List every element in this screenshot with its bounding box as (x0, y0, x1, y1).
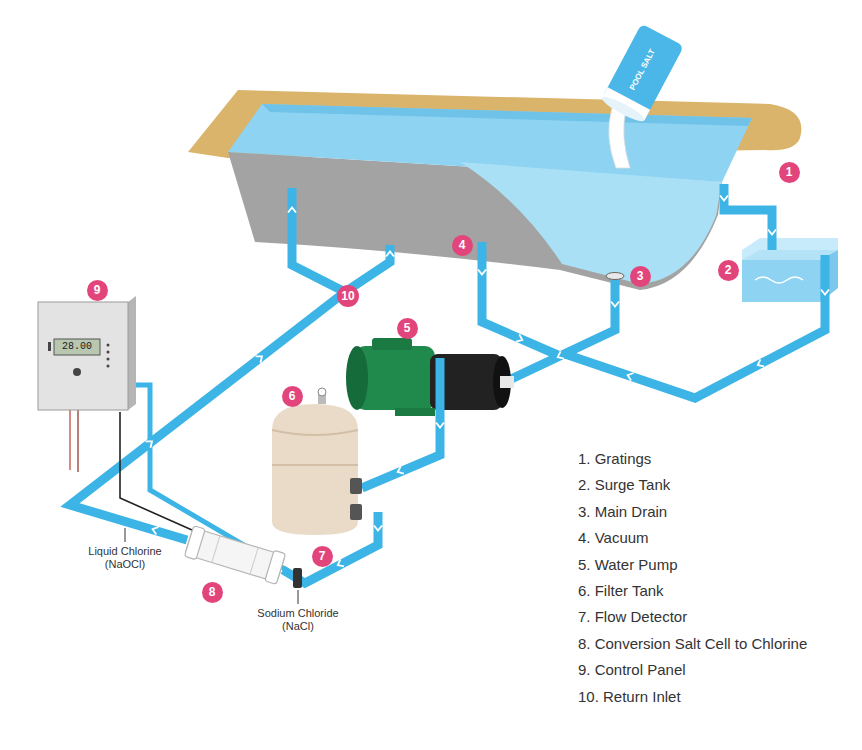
callout-circle: 4 (452, 235, 473, 256)
callout-number: 10 (341, 290, 354, 302)
legend-item: 1. Gratings (578, 450, 651, 468)
callout-circle: 1 (779, 162, 800, 183)
salt-stream (609, 108, 630, 168)
callout-number: 2 (725, 264, 732, 276)
callout-circle: 3 (630, 266, 651, 287)
legend-item: 2. Surge Tank (578, 476, 670, 494)
main-drain-grate (606, 273, 624, 280)
callout-circle: 7 (312, 546, 333, 567)
callout-number: 5 (404, 322, 411, 334)
pool-water-section (460, 162, 722, 284)
callout-number: 3 (637, 270, 644, 282)
legend-item: 3. Main Drain (578, 503, 667, 521)
water-pump (346, 338, 514, 416)
pool-water-edge (262, 104, 752, 126)
legend-item: 5. Water Pump (578, 556, 677, 574)
flow-arrows (146, 196, 829, 569)
callout-circle: 9 (87, 280, 108, 301)
chemical-label: Liquid Chlorine (NaOCl) (75, 545, 175, 571)
chemical-label: Sodium Chloride (NaCl) (248, 607, 348, 633)
legend-item: 8. Conversion Salt Cell to Chlorine (578, 635, 807, 653)
power-wire (69, 410, 70, 470)
callout-circle: 5 (397, 318, 418, 339)
pipes (362, 358, 440, 488)
flow-detector (293, 568, 302, 588)
salt-cell (184, 526, 285, 585)
callout-circle: 6 (282, 386, 303, 407)
callout-circle: 2 (718, 260, 739, 281)
callout-number: 7 (319, 550, 326, 562)
callout-circle: 8 (202, 582, 223, 603)
legend-item: 6. Filter Tank (578, 582, 664, 600)
display-reading: 28.00 (62, 341, 92, 353)
callout-number: 8 (209, 586, 216, 598)
callout-number: 1 (786, 166, 793, 178)
power-wire (77, 410, 78, 472)
callout-number: 4 (459, 239, 466, 251)
filter-tank (272, 388, 362, 535)
pipes (70, 184, 825, 583)
cell-wire (120, 412, 192, 530)
legend-item: 4. Vacuum (578, 529, 649, 547)
leader-line (125, 528, 126, 542)
control-panel (38, 296, 136, 410)
legend-item: 9. Control Panel (578, 661, 686, 679)
callout-number: 6 (289, 390, 296, 402)
legend-item: 10. Return Inlet (578, 688, 681, 706)
salt-bag (600, 24, 684, 125)
callout-circle: 10 (337, 285, 359, 307)
legend-item: 7. Flow Detector (578, 608, 687, 626)
leader-line (298, 590, 299, 604)
callout-number: 9 (94, 284, 101, 296)
